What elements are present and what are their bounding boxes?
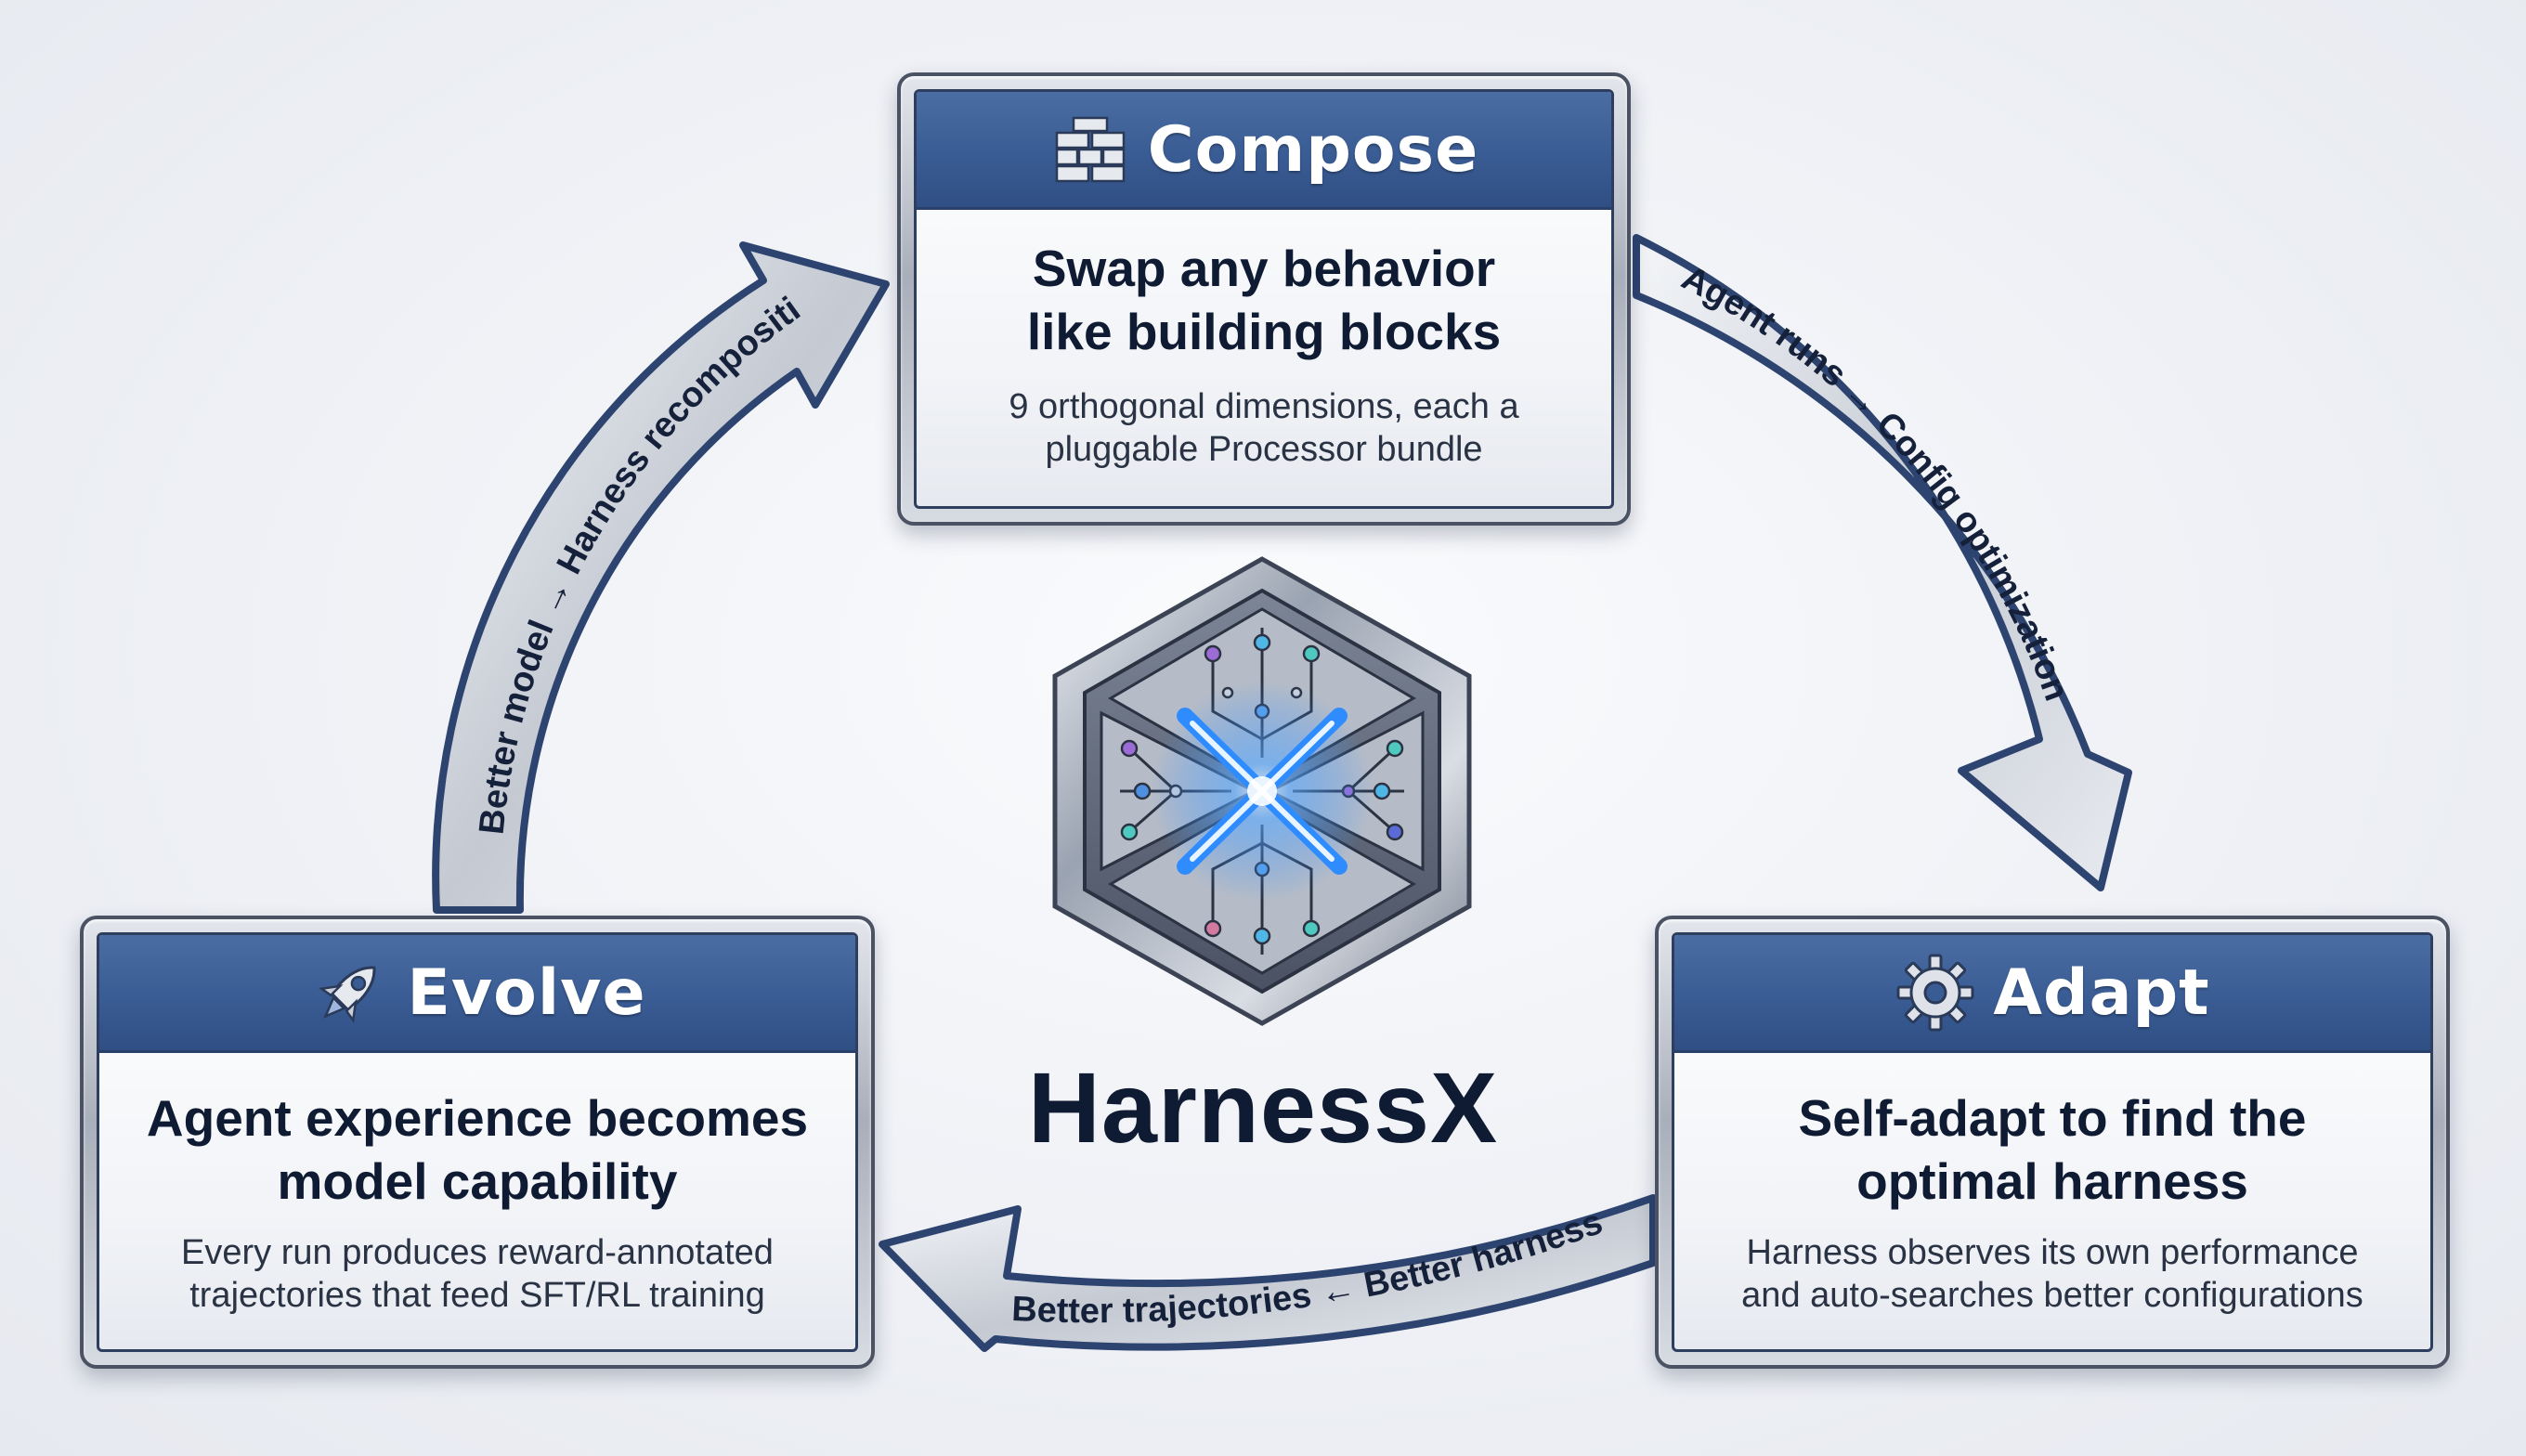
compose-card-header: Compose [917,92,1611,210]
evolve-card-heading: Agent experience becomes model capabilit… [146,1088,809,1210]
arrow-label-compose-to-adapt: Agent runs → Config optimization [1675,258,2076,706]
adapt-card-header: Adapt [1674,935,2430,1053]
compose-card-title: Compose [1147,112,1479,187]
evolve-card-description: Every run produces reward-annotated traj… [181,1232,774,1315]
compose-card-heading: Swap any behavior like building blocks [1026,239,1502,360]
brand-title: HarnessX [1027,1051,1499,1164]
evolve-card-title: Evolve [407,956,646,1030]
adapt-card-heading: Self-adapt to find the optimal harness [1798,1088,2307,1210]
gear-icon [1896,954,1974,1032]
arrow-label-evolve-to-compose: Better model → Harness recomposition [0,0,808,837]
adapt-card: Adapt Self-adapt to find the optimal har… [1655,916,2450,1369]
compose-card: Compose Swap any behavior like building … [897,72,1631,526]
harnessx-logo [1052,556,1472,1026]
arrow-compose-to-adapt: Agent runs → Config optimization [1633,234,2132,891]
arrow-label-adapt-to-evolve: Better trajectories ← Better harness [1011,1202,1608,1331]
arrow-evolve-to-compose: Better model → Harness recomposition [0,0,890,914]
adapt-card-description: Harness observes its own performance and… [1741,1232,2363,1315]
compose-card-description: 9 orthogonal dimensions, each a pluggabl… [1009,386,1519,469]
building-blocks-icon [1055,116,1126,183]
arrow-adapt-to-evolve: Better trajectories ← Better harness [879,1194,1657,1352]
rocket-icon [319,966,376,1023]
evolve-card-header: Evolve [99,935,855,1053]
evolve-card: Evolve Agent experience becomes model ca… [80,916,875,1369]
adapt-card-title: Adapt [1993,956,2210,1030]
